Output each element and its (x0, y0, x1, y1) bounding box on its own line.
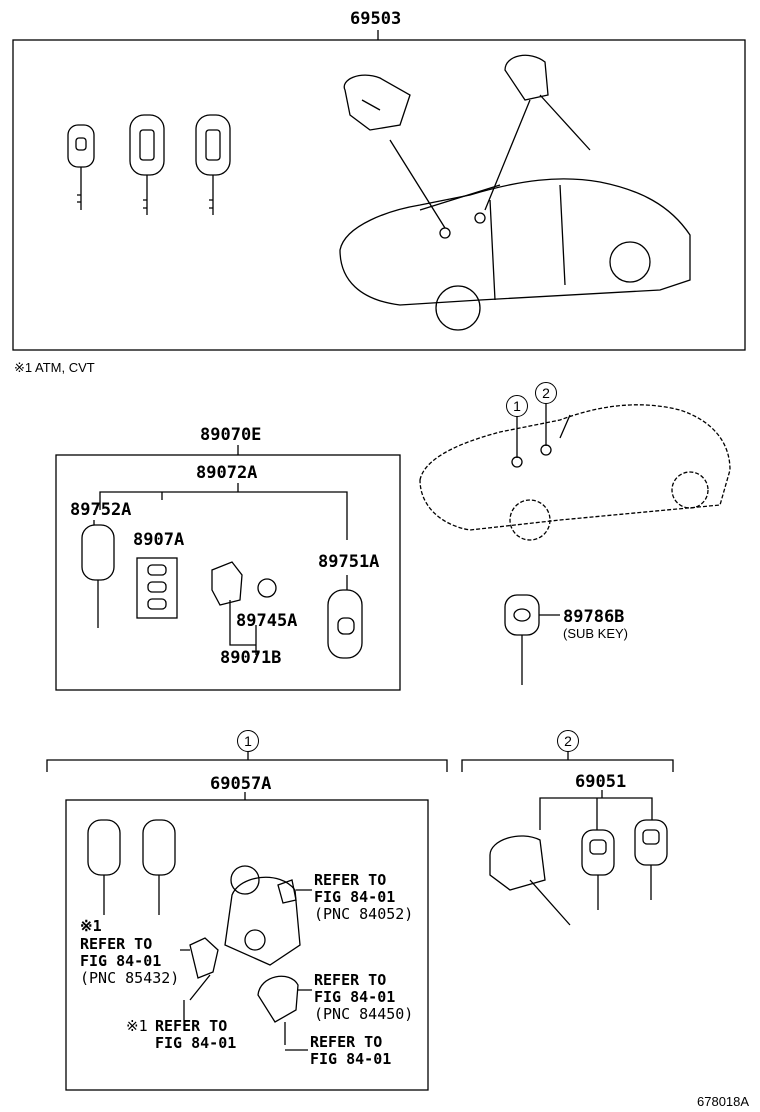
part-number-89070E: 89070E (200, 425, 262, 445)
top-frame (12, 39, 746, 351)
marker-2: 2 (535, 382, 557, 404)
note-atm-cvt: ※1 ATM, CVT (14, 360, 95, 375)
sub-key-icon (504, 594, 560, 685)
kit-frame (55, 454, 401, 691)
group-2-marker: 2 (557, 730, 579, 752)
marker-1: 1 (506, 395, 528, 417)
part-number-89072A: 89072A (196, 463, 258, 483)
ignition-switch-icon (224, 865, 312, 966)
key-icon (634, 819, 668, 900)
figure-id: 678018A (697, 1094, 750, 1109)
remote-key-icon (142, 819, 176, 915)
part-number-69051: 69051 (575, 772, 627, 792)
group-1-frame (65, 799, 429, 1091)
part-number-89752A: 89752A (70, 500, 132, 520)
group-2-bracket (461, 750, 674, 772)
group-1-marker: 1 (237, 730, 259, 752)
part-number-8907A: 8907A (133, 530, 185, 550)
part-number-89786B: 89786B (563, 607, 625, 627)
note-mark-1: ※1 (80, 917, 102, 935)
sub-key-caption: (SUB KEY) (563, 626, 629, 641)
part-number-89071B: 89071B (220, 648, 282, 668)
remote-key-icon (81, 524, 115, 628)
part-number-69503: 69503 (350, 9, 402, 29)
part-number-69057A: 69057A (210, 774, 272, 794)
note-mark-screw: ※1 (126, 1017, 148, 1035)
key-icon (67, 124, 95, 210)
ignition-switch-icon (343, 74, 411, 131)
door-lock-cylinder-icon (504, 54, 591, 151)
transponder-coil-icon (257, 975, 312, 1051)
battery-icon (257, 578, 277, 598)
car-outline (339, 99, 691, 331)
door-lock-cylinder-icon (489, 835, 571, 926)
part-number-89751A: 89751A (318, 552, 380, 572)
remote-cover-icon (327, 589, 363, 659)
car-outline (419, 403, 731, 541)
transmitter-board-icon (211, 561, 243, 606)
part-number-89745A: 89745A (236, 611, 298, 631)
remote-key-icon (195, 114, 231, 215)
key-icon (581, 829, 615, 910)
switch-icon (180, 937, 219, 1020)
remote-key-icon (87, 819, 121, 915)
remote-key-icon (129, 114, 165, 215)
group-1-bracket (46, 750, 448, 772)
button-pad-icon (136, 557, 178, 619)
